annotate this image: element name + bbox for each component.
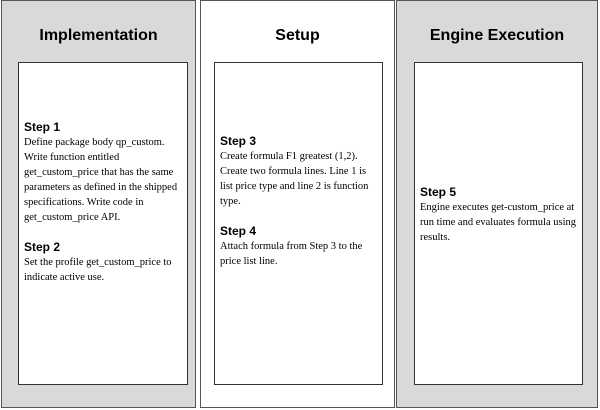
step-1: Step 1 Define package body qp_custom. Wr…: [24, 120, 183, 225]
engine-execution-box: Step 5 Engine executes get-custom_price …: [414, 62, 583, 385]
step-4: Step 4 Attach formula from Step 3 to the…: [220, 224, 378, 269]
implementation-steps: Step 1 Define package body qp_custom. Wr…: [24, 120, 183, 285]
step-2-text: Set the profile get_custom_price to indi…: [24, 257, 172, 283]
setup-column: Setup Step 3 Create formula F1 greatest …: [200, 0, 395, 408]
step-3: Step 3 Create formula F1 greatest (1,2).…: [220, 134, 378, 209]
engine-execution-column: Engine Execution Step 5 Engine executes …: [396, 0, 598, 408]
implementation-box: Step 1 Define package body qp_custom. Wr…: [18, 62, 188, 385]
step-1-label: Step 1: [24, 120, 61, 134]
engine-execution-title: Engine Execution: [429, 27, 565, 44]
step-1-text: Define package body qp_custom. Write fun…: [24, 137, 178, 223]
step-2-label: Step 2: [24, 240, 61, 254]
step-3-label: Step 3: [220, 134, 257, 148]
step-5-text: Engine executes get-custom_price at run …: [420, 202, 576, 243]
step-4-label: Step 4: [220, 224, 257, 238]
implementation-title: Implementation: [39, 27, 158, 44]
setup-steps: Step 3 Create formula F1 greatest (1,2).…: [220, 134, 378, 269]
setup-title: Setup: [275, 27, 320, 44]
step-5: Step 5 Engine executes get-custom_price …: [420, 185, 578, 245]
engine-execution-steps: Step 5 Engine executes get-custom_price …: [420, 185, 578, 245]
step-4-text: Attach formula from Step 3 to the price …: [220, 241, 363, 267]
step-5-label: Step 5: [420, 185, 457, 199]
setup-box: Step 3 Create formula F1 greatest (1,2).…: [214, 62, 383, 385]
implementation-column: Implementation Step 1 Define package bod…: [1, 0, 196, 408]
step-3-text: Create formula F1 greatest (1,2). Create…: [220, 151, 369, 207]
step-2: Step 2 Set the profile get_custom_price …: [24, 240, 183, 285]
